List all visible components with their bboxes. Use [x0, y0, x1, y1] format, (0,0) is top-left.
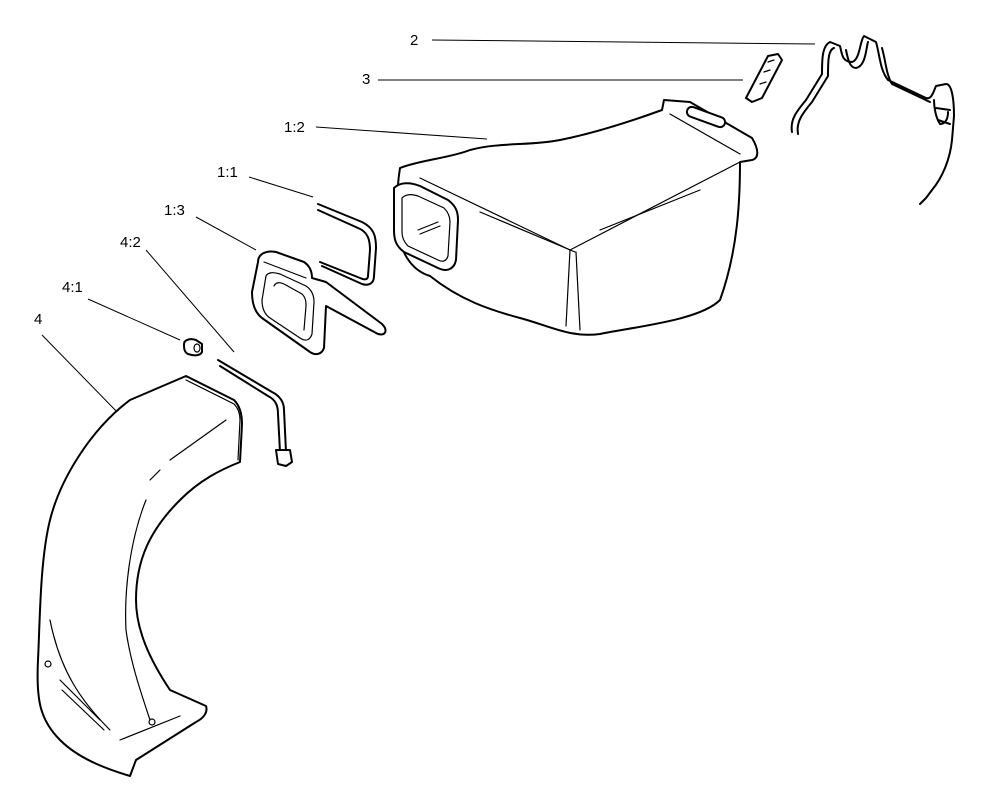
callout-4-2: 4:2 — [120, 234, 141, 251]
callout-3: 3 — [362, 71, 371, 88]
part-4-1-bushing — [183, 338, 203, 357]
leader-4-1 — [87, 298, 181, 341]
callout-1-2: 1:2 — [284, 119, 305, 136]
callout-2: 2 — [410, 32, 419, 49]
leader-1-1 — [248, 176, 314, 198]
part-4-curved-duct — [36, 375, 243, 777]
callout-1-1: 1:1 — [217, 164, 238, 181]
callout-4-1: 4:1 — [62, 279, 83, 296]
leader-4-2 — [145, 249, 235, 353]
leader-4 — [41, 334, 122, 417]
part-1-2-duct-housing — [393, 99, 759, 336]
callout-1-3: 1:3 — [164, 202, 185, 219]
leader-lines — [41, 39, 816, 417]
part-1-1-retainer-rod — [317, 203, 377, 286]
leader-1-3 — [195, 216, 257, 251]
leader-2 — [431, 39, 816, 45]
callout-4: 4 — [34, 311, 43, 328]
part-1-3-flange-gasket — [251, 250, 387, 356]
part-2-wire-clip — [790, 35, 955, 205]
leader-1-2 — [315, 126, 488, 140]
part-3-small-clip — [745, 53, 783, 103]
part-4-2-l-pin — [217, 359, 293, 467]
